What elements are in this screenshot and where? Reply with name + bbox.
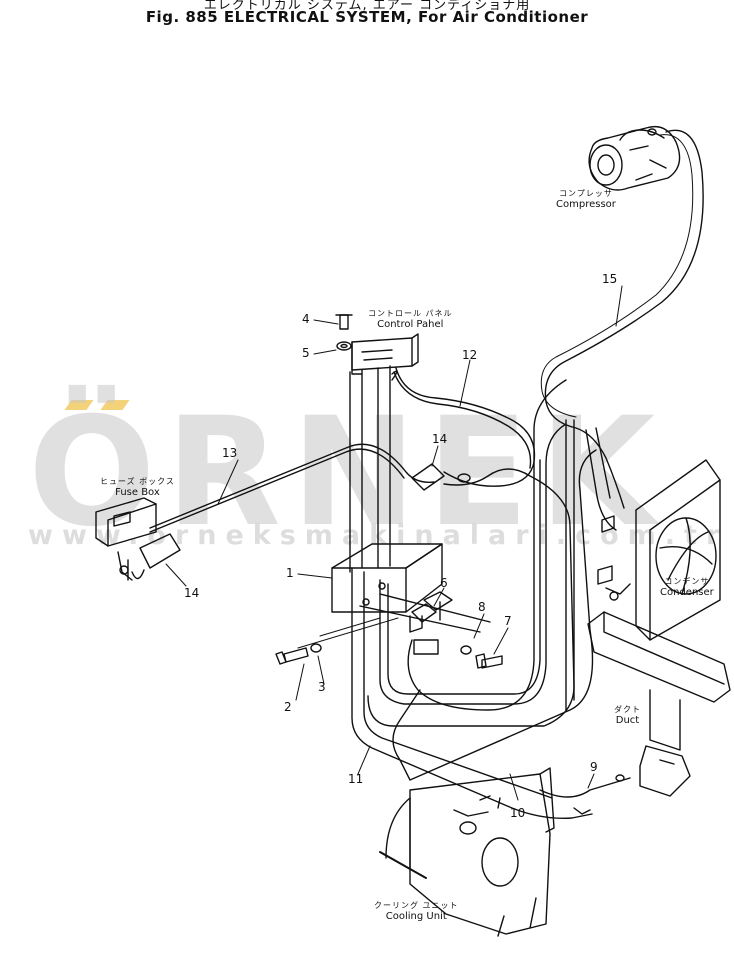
wire-15 [544,129,704,509]
wire-13 [149,443,435,529]
duct-drawing [587,611,731,797]
callout-9: 9 [590,760,598,774]
condenser-label: コンデンサ Condenser [660,576,714,598]
duct-label-en: Duct [615,715,640,726]
callout-1: 1 [286,566,294,580]
wire-14-right [411,463,445,491]
bolt-2-drawing [275,647,309,665]
fuse-box-label-en: Fuse Box [115,487,160,498]
washer-3-drawing [310,643,322,653]
condenser-label-jp: コンデンサ [664,577,710,586]
callout-14-relay: 14 [432,432,448,446]
condenser-label-en: Condenser [660,587,714,598]
callout-13: 13 [222,446,238,460]
duct-label-jp: ダクト [614,705,641,714]
figure-title-jp: エレクトリカル システム, エアー コンディショナ用 [203,0,531,13]
callout-4: 4 [302,312,310,326]
callout-10: 10 [510,806,526,820]
compressor-label-jp: コンプレッサ [559,189,613,198]
watermark-logo: ÖRNEK [28,386,666,560]
duct-label: ダクト Duct [614,704,641,726]
compressor-drawing [588,125,681,191]
leader-lines [165,285,623,801]
control-panel-label-en: Control Pahel [377,319,444,330]
fuse-box-label: ヒューズ ボックス Fuse Box [100,476,175,498]
condenser-drawing [597,459,721,641]
control-panel-label: コントロール パネル Control Pahel [368,308,453,330]
washer-8-drawing [460,645,472,655]
cooling-unit-drawing [379,767,555,937]
cooling-unit-label: クーリング ユニット Cooling Unit [374,900,459,922]
callout-12: 12 [462,348,478,362]
control-panel-drawing [335,314,419,375]
callout-7: 7 [504,614,512,628]
figure-title: Fig. 885 ELECTRICAL SYSTEM, For Air Cond… [145,8,589,26]
compressor-label-en: Compressor [556,199,616,210]
callout-6: 6 [440,576,448,590]
callout-15: 15 [602,272,618,286]
compressor-label: コンプレッサ Compressor [556,188,616,210]
callout-11: 11 [348,772,364,786]
cooling-unit-label-en: Cooling Unit [385,911,447,922]
bracket-frame [331,365,443,613]
callout-3: 3 [318,680,326,694]
cooling-unit-label-jp: クーリング ユニット [374,901,459,910]
callout-14-fuse: 14 [184,586,200,600]
wire-12 [395,367,536,487]
control-panel-label-jp: コントロール パネル [368,309,453,318]
bolt-7-drawing [475,653,503,669]
callout-8: 8 [478,600,486,614]
callout-2: 2 [284,700,292,714]
callout-5: 5 [302,346,310,360]
fuse-box-drawing [95,497,181,581]
fuse-box-label-jp: ヒューズ ボックス [100,477,175,486]
